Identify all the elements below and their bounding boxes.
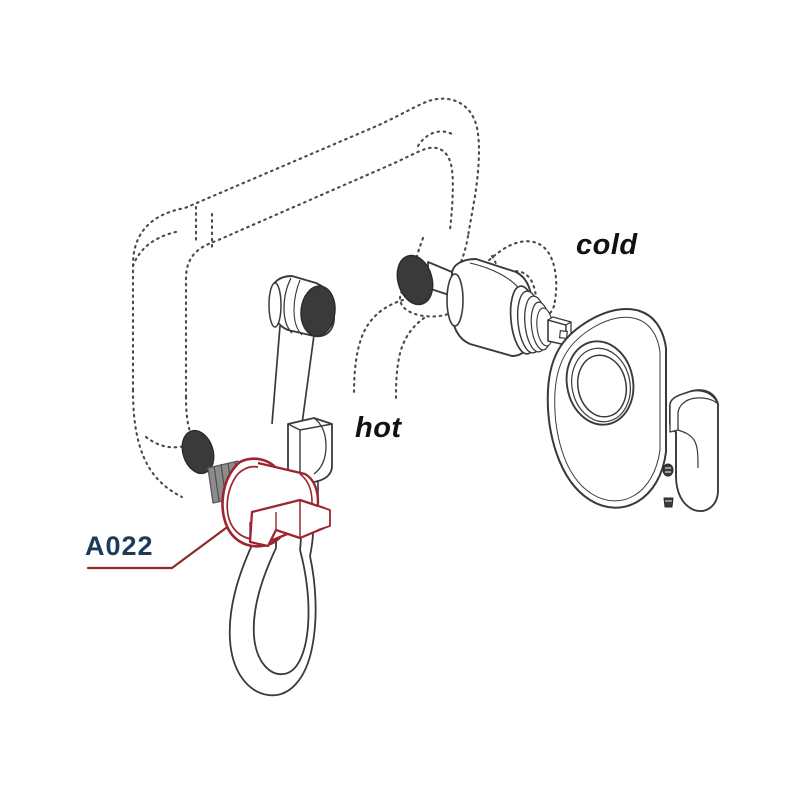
hose-loop: [228, 522, 317, 697]
part-label-leader: [86, 526, 228, 570]
label-cold: cold: [576, 229, 638, 261]
spray-head: [268, 275, 336, 425]
lever-handle: [669, 389, 719, 512]
label-hot: hot: [355, 412, 402, 444]
set-screws: [662, 463, 674, 508]
set-screw-lower: [663, 497, 674, 508]
escutcheon-plate: [546, 307, 667, 509]
valve-inlet-seal-dark: [181, 429, 215, 475]
part-code-label: A022: [85, 531, 154, 561]
set-screw-upper: [662, 463, 674, 477]
inlet-seal-dark: [396, 254, 434, 306]
angle-valve-A022: [181, 429, 331, 548]
nozzle-face-dark: [300, 285, 336, 337]
mixer-cartridge: [396, 254, 572, 357]
